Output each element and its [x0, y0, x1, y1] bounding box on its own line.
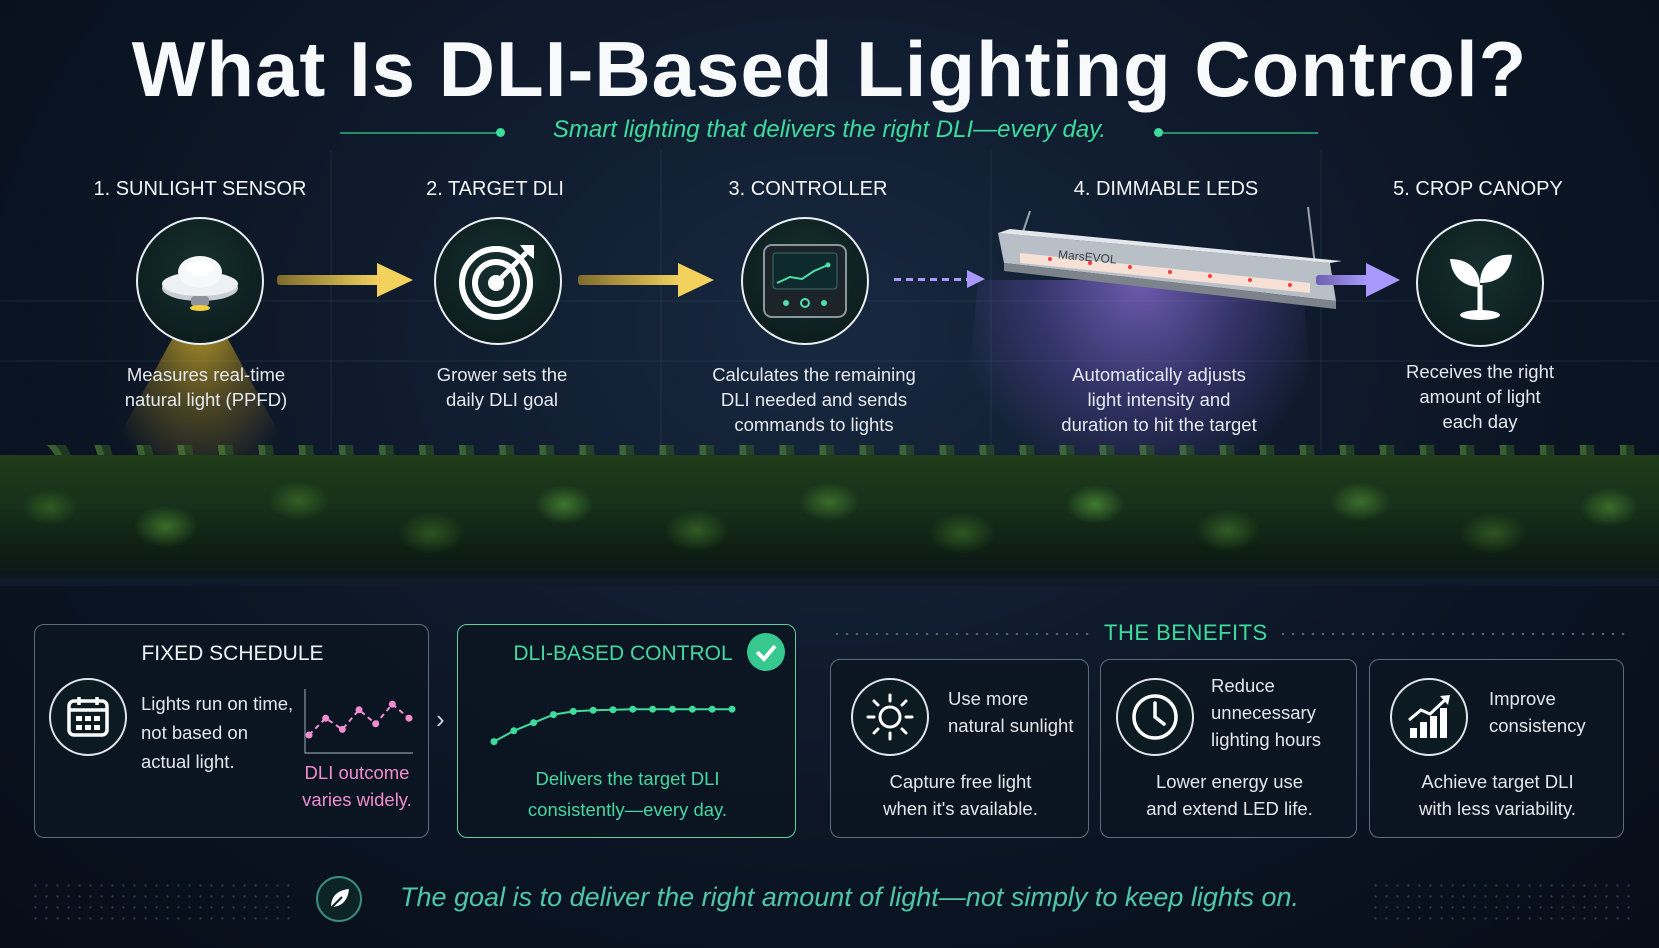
fixed-schedule-text: Lights run on time, not based on actual … — [141, 693, 294, 772]
target-circle — [434, 217, 562, 345]
calendar-icon-circle — [49, 678, 127, 756]
led-fixture — [990, 205, 1360, 315]
trend-point — [338, 725, 346, 733]
trend-point — [530, 719, 538, 727]
trend-point — [355, 706, 363, 714]
dli-control-trend-chart — [490, 705, 736, 746]
dli-control-text: Delivers the target DLI consistently—eve… — [527, 768, 728, 820]
trend-point — [322, 714, 330, 722]
trend-point — [372, 720, 380, 728]
footer-dots-right — [1370, 880, 1630, 924]
trend-point — [629, 705, 637, 713]
subtitle-row: Smart lighting that delivers the right D… — [0, 116, 1659, 150]
clock-icon — [1132, 694, 1178, 740]
step-label-controller: 3. CONTROLLER — [728, 178, 888, 200]
bench-edge — [0, 578, 1659, 586]
trend-point — [405, 714, 413, 722]
trend-point — [388, 700, 396, 708]
step-desc-canopy: Receives the right amount of light each … — [1405, 361, 1555, 432]
goal-statement: The goal is to deliver the right amount … — [400, 882, 1299, 912]
benefit-card-hours: Reduce unnecessary lighting hours Lower … — [1100, 659, 1357, 838]
leaf-badge — [316, 876, 362, 922]
benefit-card-consistency: Improve consistency Achieve target DLI w… — [1369, 659, 1624, 838]
compare-chevron-icon: › — [436, 704, 445, 734]
arrow-head — [967, 270, 985, 288]
controller-circle — [741, 217, 869, 345]
trend-point — [305, 731, 313, 739]
dli-control-title: DLI-BASED CONTROL — [513, 642, 733, 665]
fixed-schedule-outcome: DLI outcome varies widely. — [302, 762, 412, 810]
step-label-target: 2. TARGET DLI — [426, 178, 564, 200]
trend-point — [609, 706, 617, 714]
canopy-circle — [1416, 219, 1544, 347]
trend-point — [550, 711, 557, 719]
calendar-icon — [67, 697, 109, 737]
fixed-schedule-panel: FIXED SCHEDULE Lights run on time, not b… — [34, 624, 429, 838]
leaf-icon — [329, 889, 349, 910]
arrow-target-to-controller — [578, 275, 680, 285]
trend-point — [728, 705, 736, 713]
step-desc-leds: Automatically adjusts light intensity an… — [1061, 364, 1257, 435]
step-desc-controller: Calculates the remaining DLI needed and … — [712, 364, 916, 435]
trend-point — [708, 705, 716, 713]
trend-point — [669, 705, 676, 713]
trend-point — [589, 706, 597, 714]
trend-point — [510, 727, 518, 735]
trend-point — [490, 738, 498, 746]
arrow-leds-to-canopy — [1316, 275, 1368, 285]
benefit-desc-consistency: Achieve target DLI with less variability… — [1419, 771, 1576, 819]
benefit-title-sunlight: Use more natural sunlight — [948, 688, 1074, 736]
benefits-header: THE BENEFITS — [1104, 620, 1268, 645]
benefits-divider-left — [832, 633, 1094, 635]
step-label-canopy: 5. CROP CANOPY — [1393, 178, 1563, 200]
step-label-leds: 4. DIMMABLE LEDS — [1073, 178, 1259, 200]
dli-control-panel: DLI-BASED CONTROL Delivers the target DL… — [457, 624, 796, 838]
arrow-head — [1366, 263, 1400, 297]
light-sensor-icon — [162, 256, 238, 311]
trend-axis — [304, 689, 413, 754]
step-desc-sensor: Measures real-time natural light (PPFD) — [124, 364, 288, 410]
arrow-sensor-to-target — [277, 275, 379, 285]
benefit-desc-hours: Lower energy use and extend LED life. — [1146, 771, 1313, 819]
trend-point — [649, 705, 657, 713]
plant-canopy — [0, 455, 1659, 585]
controller-icon — [763, 244, 847, 318]
clock-icon-circle — [1116, 678, 1194, 756]
sun-icon — [866, 693, 914, 741]
checkmark-badge-icon — [747, 633, 785, 671]
step-desc-target: Grower sets the daily DLI goal — [436, 364, 568, 410]
arrow-head — [377, 263, 413, 297]
chart-up-icon-circle — [1390, 678, 1468, 756]
arrow-controller-to-leds — [894, 278, 974, 281]
benefits-divider-right — [1278, 633, 1626, 635]
page-title: What Is DLI-Based Lighting Control? — [131, 25, 1528, 113]
trend-point — [569, 707, 577, 715]
fixed-schedule-title: FIXED SCHEDULE — [141, 642, 324, 665]
footer-dots-left — [30, 880, 290, 924]
fixed-schedule-trend-chart — [304, 689, 413, 754]
benefit-card-sunlight: Use more natural sunlight Capture free l… — [830, 659, 1089, 838]
benefit-title-hours: Reduce unnecessary lighting hours — [1211, 675, 1322, 750]
sun-icon-circle — [851, 678, 929, 756]
chart-up-icon — [1408, 695, 1450, 738]
sensor-circle — [136, 217, 264, 345]
target-icon — [459, 245, 534, 320]
trend-line — [493, 708, 732, 743]
trend-point — [688, 705, 696, 713]
benefit-desc-sunlight: Capture free light when it's available. — [883, 771, 1038, 819]
arrow-head — [678, 263, 714, 297]
subtitle: Smart lighting that delivers the right D… — [552, 116, 1107, 143]
sprout-icon — [1450, 254, 1512, 320]
benefit-title-consistency: Improve consistency — [1489, 688, 1586, 736]
step-label-sensor: 1. SUNLIGHT SENSOR — [93, 178, 307, 200]
